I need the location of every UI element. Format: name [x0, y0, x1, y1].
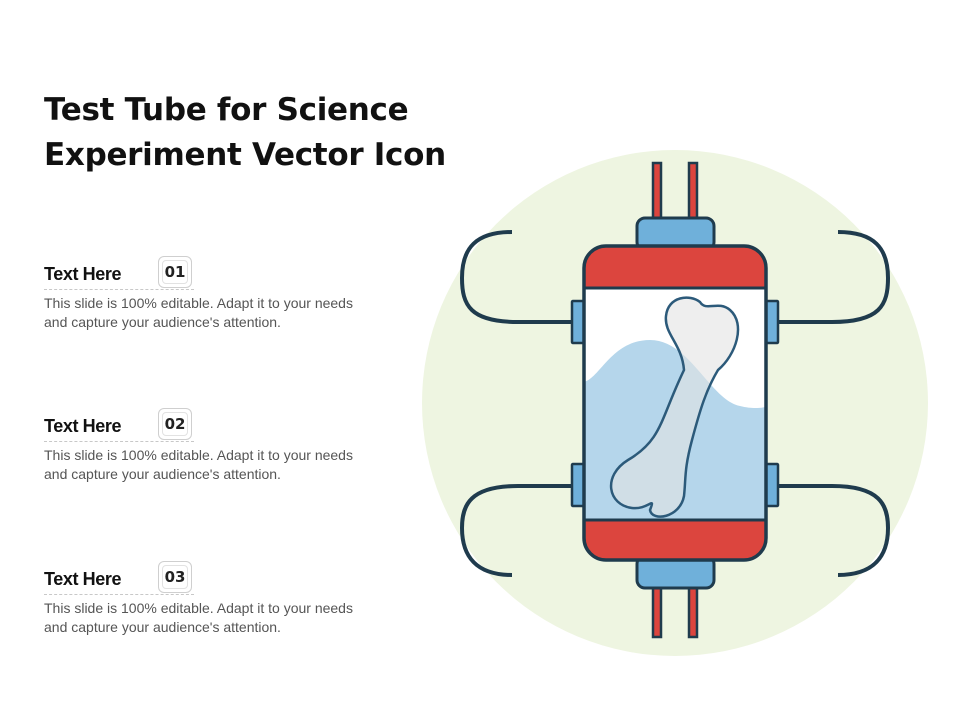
number-badge: 01: [158, 256, 192, 288]
text-item-heading: Text Here: [44, 416, 122, 436]
text-item-1: Text Here 01 This slide is 100% editable…: [44, 256, 374, 332]
number-badge-label: 03: [162, 565, 188, 589]
cable-top-left: [459, 230, 572, 324]
number-badge-label: 01: [162, 260, 188, 284]
text-item-header: Text Here 03: [44, 561, 374, 595]
cable-bottom-left: [459, 484, 572, 577]
text-item-body: This slide is 100% editable. Adapt it to…: [44, 447, 353, 482]
connector-bottom-left: [570, 462, 586, 508]
top-left-tube: [651, 161, 663, 220]
text-item-2: Text Here 02 This slide is 100% editable…: [44, 408, 374, 484]
bottom-left-tube: [651, 583, 663, 639]
text-item-3: Text Here 03 This slide is 100% editable…: [44, 561, 374, 637]
number-badge: 03: [158, 561, 192, 593]
bottom-red-band: [584, 520, 766, 560]
cable-bottom-right: [778, 484, 891, 577]
bone-test-tube-icon: [422, 150, 928, 656]
slide-title-line-2: Experiment Vector Icon: [44, 137, 446, 173]
cable-top-right: [778, 230, 891, 324]
text-item-heading: Text Here: [44, 264, 122, 284]
connector-top-right: [764, 299, 780, 345]
tube-outline: [582, 244, 768, 562]
number-badge-label: 02: [162, 412, 188, 436]
text-item-heading: Text Here: [44, 569, 122, 589]
dashed-divider: [44, 289, 194, 290]
top-red-band: [584, 246, 766, 288]
bone-icon: [610, 296, 740, 518]
slide-title: Test Tube for Science Experiment Vector …: [44, 88, 446, 178]
number-badge: 02: [158, 408, 192, 440]
text-item-header: Text Here 01: [44, 256, 374, 290]
text-item-body: This slide is 100% editable. Adapt it to…: [44, 295, 353, 330]
dashed-divider: [44, 441, 194, 442]
bottom-right-tube: [687, 583, 699, 639]
text-item-body: This slide is 100% editable. Adapt it to…: [44, 600, 353, 635]
top-right-tube: [687, 161, 699, 220]
dashed-divider: [44, 594, 194, 595]
connector-bottom-right: [764, 462, 780, 508]
slide-title-line-1: Test Tube for Science: [44, 92, 409, 128]
connector-top-left: [570, 299, 586, 345]
text-item-header: Text Here 02: [44, 408, 374, 442]
